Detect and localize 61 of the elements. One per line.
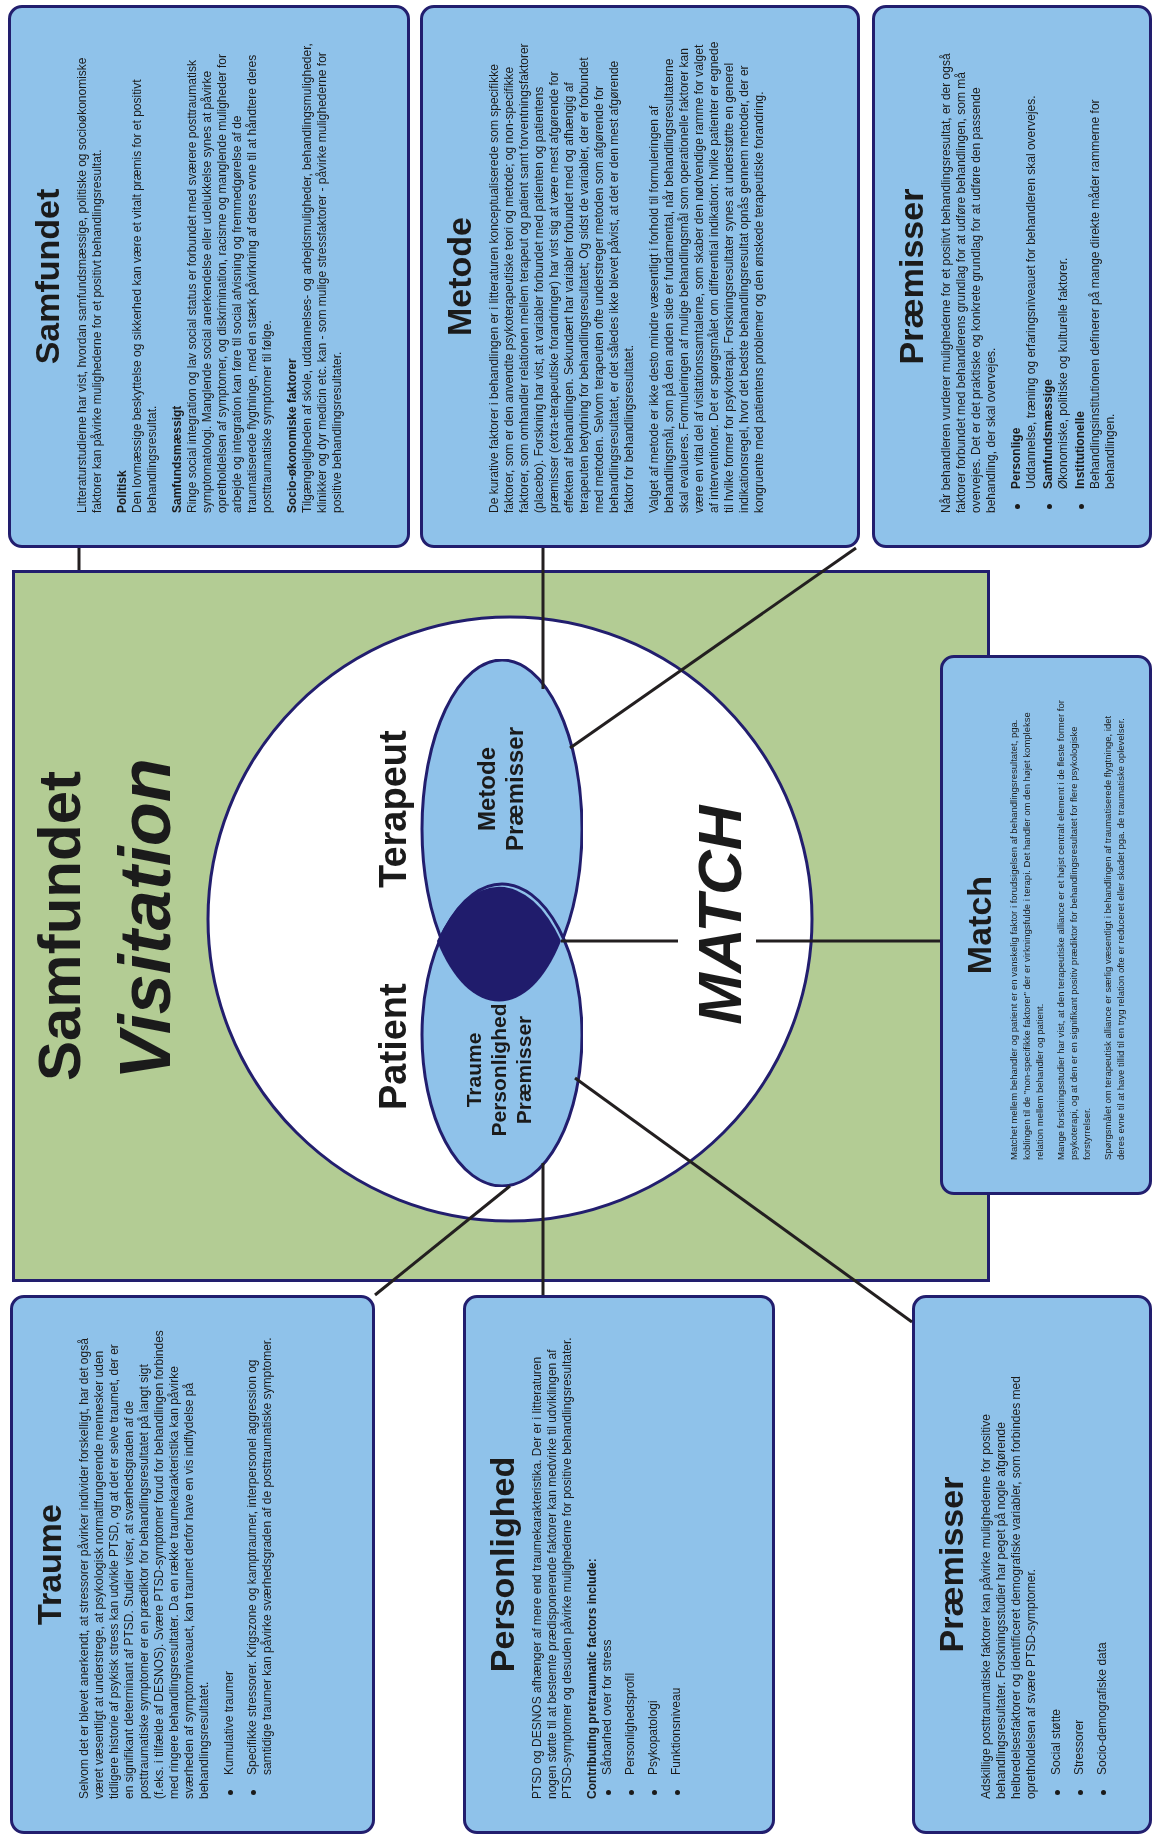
paragraph: Mange forskningsstudier har vist, at den terapeutiske alliance er et højst centralt element i de fleste former for psykoterapi, og at den er en signifikant positiv prædiktor for behandlingsresultatet for flere psykologiske forstyrrelser. xyxy=(1054,699,1093,1160)
circle-label: Visitation xyxy=(104,758,186,1080)
paragraph: Matchet mellem behandler og patient er en vanskelig faktor i forudsigelsen af behandlingsresultatet, pga. koblingen til de ”non-specifikke faktorer” der er virkningsfulde i terapi. Det handler om den højet komplekse relation mellem behandler og patient. xyxy=(1007,711,1046,1160)
subheading: Samfundsmæssigt xyxy=(170,404,185,513)
paragraph: Valget af metode er ikke desto mindre væsentligt i forhold til formuleringen af behandlingsmål, som på den anden side er fundamental, når behandlingsresultaterne skal evalueres. Formuleringen af mulige behandlingsmål som operationelle faktorer kan være en vital del af visitationssamtalerne, som skaber den nødvendige ramme for valget af interventioner. Det er spørgsmålet om differential indikation: hvilke patienter er egnede til hvilke former for psykoterapi. Forskningsresultater synes at understøtte en generel indikationsregel, hvor det bedste behandlingsresultat opnås gennem metoder, der er kongruente med patientens problemer og den ønskede terapeutiske forandring. xyxy=(647,40,767,513)
info-panel xyxy=(872,5,1152,548)
info-panel xyxy=(912,1295,1152,1834)
panel-title: Match xyxy=(959,875,999,975)
paragraph: Økonomiske, politiske og kulturelle faktorer. xyxy=(1056,256,1071,491)
panel-title: Metode xyxy=(439,217,479,336)
bullet-item: Institutionelle xyxy=(1073,411,1088,489)
connector-line xyxy=(574,1076,913,1324)
ellipse-heading: Terapeut xyxy=(373,730,413,888)
paragraph: Litteraturstudierne har vist, hvordan samfundsmæssige, politiske og socioøkonomiske faktorer kan påvirke mulighederne for et positivt behandlingsresultat. xyxy=(75,56,105,513)
area-title: Samfundet xyxy=(25,771,94,1081)
paragraph: Spørgsmålet om terapeutisk alliance er særlig væsentligt i behandlingen af traumatiserede flygtninge, idet deres evne til at have tillid til en tryg relation ofte er reduceret eller skadet pga. de traumatiske oplevelser. xyxy=(1101,714,1127,1160)
bullet-item: Kumulative traumer xyxy=(222,1670,237,1775)
background-area xyxy=(12,570,990,1282)
subheading: Socio-økonomiske faktorer xyxy=(285,357,300,513)
paragraph: PTSD og DESNOS afhænger af mere end traumekarakteristika. Der er i litteraturen nogen støtte til at bestemte prædisponerende faktorer kan medvirke til udviklingen af PTSD-symptomer og desuden påvirke mulighederne for positive behandlingsresultater. xyxy=(530,1336,575,1799)
panel-title: Præmisser xyxy=(891,188,931,365)
info-panel xyxy=(8,5,410,548)
subheading: Contributing pretraumatic factors include: xyxy=(585,1557,600,1799)
bullet-item: Social støtte xyxy=(1049,1708,1064,1775)
paragraph: Ringe social integration og lav social status er forbundet med sværere posttraumatisk symptomatologi. Manglende social anerkendelse eller udelukkelse synes at påvirke opretholdelsen af symptomer, og diskrimination, racisme og manglende muligheder for arbejde og integration kan føre til social afvisning og fremmedgørelse af de traumatiserede flygtninge, med en stærk påvirkning af deres evne til at håndtere deres posttraumatiske symptomer til følge. xyxy=(185,53,275,513)
connector-line xyxy=(374,1184,511,1297)
ellipse-label: Metode Præmisser xyxy=(473,725,529,854)
connector-line xyxy=(77,548,81,570)
paragraph: Behandlingsinstitutionen definerer på mange direkte måder rammerne for behandlingen. xyxy=(1088,98,1118,491)
ellipse-heading: Patient xyxy=(373,983,413,1110)
info-panel xyxy=(940,655,1152,1195)
subheading: Politisk xyxy=(115,469,130,513)
info-panel xyxy=(420,5,860,548)
bullet-item: Sårbarhed over for stress xyxy=(600,1639,615,1775)
paragraph: Når behandleren vurderer mulighederne for et positivt behandlingsresultat, er der også faktorer forbundet med behandlerens grundlag for at udføre behandlingen, som må overvejes. Det er det praktiske og konkrete grundlag for at udføre den passende behandling, der skal overvejes. xyxy=(939,52,999,513)
ellipse-label: Traume Personlighed Præmisser xyxy=(461,1002,536,1139)
match-label: MATCH xyxy=(681,795,759,1035)
info-panel xyxy=(10,1295,375,1834)
bullet-item: Personlighedsprofil xyxy=(623,1672,638,1775)
connector-line xyxy=(541,1163,545,1295)
bullet-item: Samfundsmæssige xyxy=(1041,378,1056,489)
info-panel xyxy=(463,1295,775,1834)
paragraph: Tilgængeligheden af skole, uddannelses- og arbejdsmuligheder, behandlingsmuligheder, klinikker og dyr medicin etc. kan - som mulige stressfaktorer - påvirke mulighederne for positive behandlingsresultater. xyxy=(300,42,345,513)
paragraph: Selvom det er blevet anerkendt, at stressorer påvirker individer forskelligt, har det også været væsentligt at understrege, at psykologisk normaltfungerende mennesker uden tidligere historie af psykisk stress kan udvikle PTSD, og at det er selve traumet, der er en signifikant determinant af PTSD. Studier viser, at sværhedsgraden af de posttraumatiske symptomer er en prædiktor for behandlingsresultatet på langt sigt (f.eks. i tilfælde af DESNOS). Svære PTSD-symptomer forud for behandlingen forbindes med ringere behandlingsresultater. Da en række traumekarakteristika kan påvirke sværheden af symptomniveauet, kan traumet derfor have en vis indflydelse på behandlingsresultatet. xyxy=(77,1330,212,1799)
connector-line xyxy=(756,939,940,943)
paragraph: Uddannelse, træning og erfaringsniveauet for behandleren skal overvejes. xyxy=(1024,94,1039,491)
paragraph: Adskillige posttraumatiske faktorer kan påvirke mulighederne for positive behandlingsresultater. Forskningsstudier har peget på nogle afgørende helbredelsesfaktorer og identificeret demografiske variabler, som forbindes med opretholdelsen af svære PTSD-symptomer. xyxy=(979,1375,1039,1799)
panel-title: Traume xyxy=(29,1504,69,1625)
bullet-item: Specifikke stressorer. Krigszone og kamptraumer, interpersonel aggression og samtidige traumer kan påvirke sværhedsgraden af de posttraumatiske symptomer. xyxy=(245,1336,275,1775)
paragraph: Den lovmæssige beskyttelse og sikkerhed kan være et vitalt præmis for et positivt behandlingsresultat. xyxy=(130,78,160,513)
panel-title: Personlighed xyxy=(482,1456,522,1673)
paragraph: De kurative faktorer i behandlingen er i litteraturen konceptualiserede som specifikke faktorer, som er den anvendte psykoterapeutiske teori og metode; og non-specifikke faktorer, som omhandler relationen mellem terapeut og patient samt forventningsfaktorer (placebo). Forskning har vist, at variabler forbundet med patienten og patientens præmisser (extra-terapeutiske forandringer) har vist sig at være mest afgørende for effekten af behandlingen. Sekundært har variabler forbundet med og afhængig af terapeuten betydning for behandlingsresultatet; Og sidst de variabler, der er forbundet med metoden. Selvom terapeuten ofte understreger metoden som afgørende for behandlingsresultatet, er det således ikke blevet påvist, at det er den mest afgørende faktor for behandlingsresultatet. xyxy=(487,42,637,513)
panel-title: Præmisser xyxy=(931,1476,971,1653)
bullet-item: Socio-demografiske data xyxy=(1095,1642,1110,1775)
connector-line xyxy=(541,548,545,689)
bullet-item: Personlige xyxy=(1009,427,1024,489)
bullet-item: Stressorer xyxy=(1072,1719,1087,1775)
connector-line xyxy=(561,939,678,943)
bullet-item: Funktionsniveau xyxy=(669,1687,684,1775)
bullet-item: Psykopatologi xyxy=(646,1700,661,1775)
panel-title: Samfundet xyxy=(27,188,67,365)
